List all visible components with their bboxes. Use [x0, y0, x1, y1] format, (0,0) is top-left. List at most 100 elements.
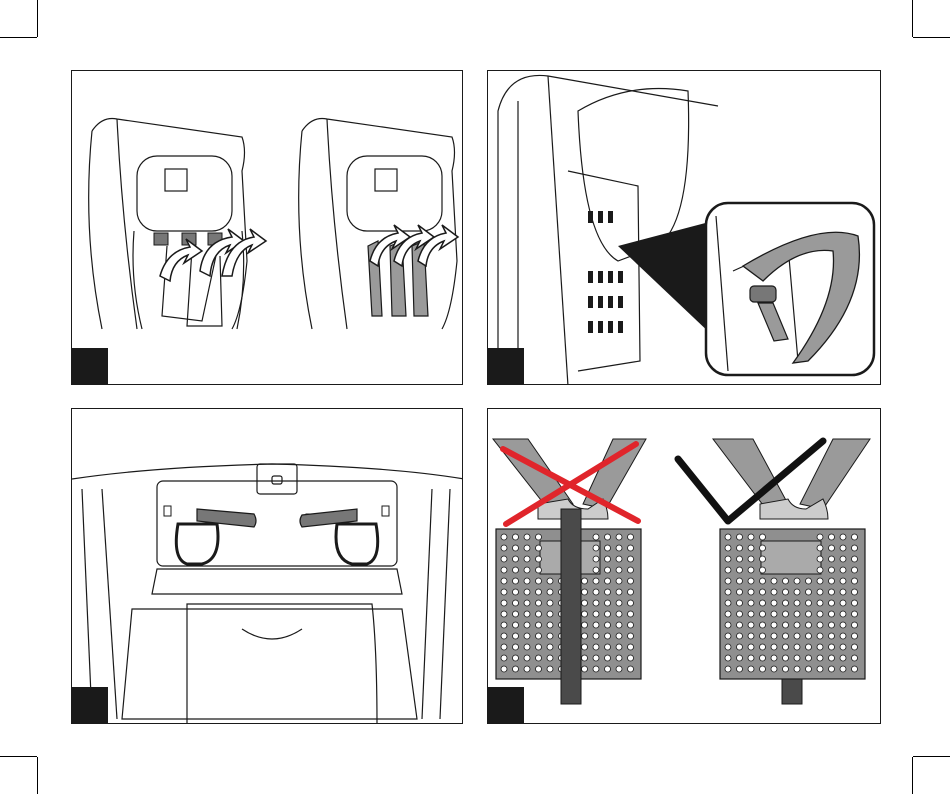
- perforation-hole: [524, 578, 530, 584]
- perforation-hole: [748, 622, 754, 628]
- perforation-hole: [852, 578, 858, 584]
- perforation-hole: [817, 545, 823, 551]
- perforation-hole: [829, 666, 835, 672]
- perforation-hole: [737, 589, 743, 595]
- perforation-hole: [806, 644, 812, 650]
- perforation-hole: [501, 578, 507, 584]
- perforation-hole: [536, 545, 542, 551]
- perforation-hole: [725, 556, 731, 562]
- perforation-hole: [852, 655, 858, 661]
- perforation-hole: [725, 611, 731, 617]
- perforation-hole: [794, 633, 800, 639]
- perforation-hole: [806, 589, 812, 595]
- perforation-hole: [536, 655, 542, 661]
- perforation-hole: [829, 633, 835, 639]
- perforation-hole: [616, 600, 622, 606]
- perforation-hole: [852, 644, 858, 650]
- perforation-hole: [725, 655, 731, 661]
- perforation-hole: [829, 600, 835, 606]
- perforation-hole: [817, 611, 823, 617]
- perforation-hole: [547, 655, 553, 661]
- panel-belt-routing: [487, 408, 881, 724]
- perforation-hole: [771, 578, 777, 584]
- perforation-hole: [628, 611, 634, 617]
- perforation-hole: [748, 611, 754, 617]
- perforation-hole: [605, 655, 611, 661]
- perforation-hole: [616, 534, 622, 540]
- perforation-hole: [725, 600, 731, 606]
- perforation-hole: [616, 545, 622, 551]
- perforation-hole: [582, 655, 588, 661]
- perforation-hole: [817, 589, 823, 595]
- perforation-hole: [760, 600, 766, 606]
- perforation-hole: [605, 534, 611, 540]
- perforation-hole: [616, 611, 622, 617]
- perforation-hole: [748, 578, 754, 584]
- perforation-hole: [536, 589, 542, 595]
- perforation-hole: [582, 600, 588, 606]
- belt-strap: [561, 509, 581, 704]
- perforation-hole: [840, 622, 846, 628]
- perforation-hole: [725, 545, 731, 551]
- perforation-hole: [593, 644, 599, 650]
- perforation-hole: [817, 655, 823, 661]
- perforation-hole: [817, 567, 823, 573]
- perforation-hole: [616, 578, 622, 584]
- perforation-hole: [501, 622, 507, 628]
- perforation-hole: [840, 655, 846, 661]
- perforation-hole: [524, 556, 530, 562]
- perforation-hole: [524, 622, 530, 628]
- perforation-hole: [852, 666, 858, 672]
- perforation-hole: [737, 567, 743, 573]
- perforation-hole: [593, 655, 599, 661]
- perforation-hole: [852, 611, 858, 617]
- crop-mark: [37, 0, 38, 37]
- perforation-hole: [547, 622, 553, 628]
- perforation-hole: [513, 644, 519, 650]
- perforation-hole: [760, 644, 766, 650]
- perforation-hole: [628, 545, 634, 551]
- perforation-hole: [760, 666, 766, 672]
- perforation-hole: [737, 600, 743, 606]
- perforation-hole: [593, 600, 599, 606]
- perforation-hole: [501, 556, 507, 562]
- perforation-hole: [547, 666, 553, 672]
- perforation-hole: [524, 600, 530, 606]
- perforation-hole: [840, 666, 846, 672]
- incorrect-routing: [493, 439, 646, 704]
- perforation-hole: [628, 633, 634, 639]
- perforation-hole: [501, 589, 507, 595]
- crop-mark: [37, 757, 38, 794]
- perforation-hole: [513, 534, 519, 540]
- panel-belt-guides: [71, 70, 463, 385]
- callout-pointer: [618, 221, 713, 336]
- perforation-hole: [737, 545, 743, 551]
- perforation-hole: [605, 556, 611, 562]
- perforation-hole: [852, 545, 858, 551]
- perforation-hole: [771, 589, 777, 595]
- perforation-hole: [806, 622, 812, 628]
- perforation-hole: [794, 644, 800, 650]
- perforation-hole: [725, 534, 731, 540]
- perforation-hole: [794, 578, 800, 584]
- crop-mark: [912, 0, 913, 37]
- perforation-hole: [852, 589, 858, 595]
- perforation-hole: [593, 611, 599, 617]
- perforation-hole: [748, 655, 754, 661]
- perforation-hole: [628, 556, 634, 562]
- perforation-hole: [605, 644, 611, 650]
- perforation-hole: [748, 589, 754, 595]
- perforation-hole: [536, 578, 542, 584]
- perforation-hole: [806, 655, 812, 661]
- perforation-hole: [829, 611, 835, 617]
- perforation-hole: [524, 644, 530, 650]
- belt-clip: [750, 286, 776, 302]
- perforation-hole: [582, 622, 588, 628]
- perforation-hole: [628, 622, 634, 628]
- perforation-hole: [760, 633, 766, 639]
- perforation-hole: [852, 556, 858, 562]
- perforation-hole: [593, 589, 599, 595]
- perforation-hole: [547, 611, 553, 617]
- perforation-hole: [547, 578, 553, 584]
- perforation-hole: [852, 567, 858, 573]
